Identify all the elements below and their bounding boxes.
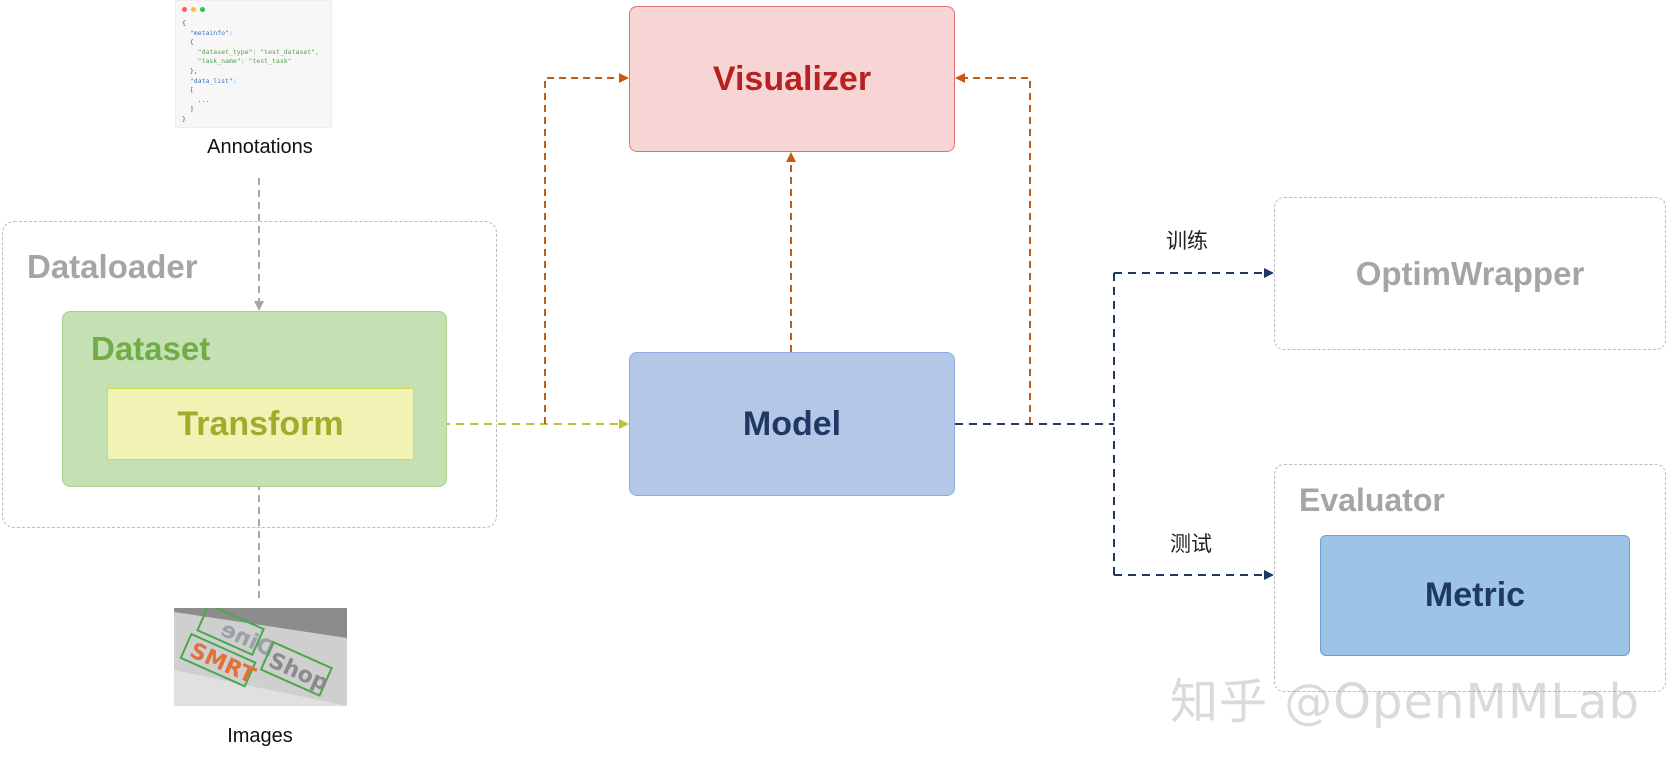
metric-label: Metric	[1424, 576, 1526, 614]
visualizer-box	[629, 6, 955, 152]
evaluator-title: Evaluator	[1299, 482, 1445, 518]
watermark: 知乎 @OpenMMLab	[1170, 674, 1640, 730]
visualizer-label: Visualizer	[712, 59, 872, 98]
transform-box	[107, 388, 414, 460]
arrow-data-to-visualizer	[544, 73, 629, 424]
sample-image-thumbnail: Dine SMRT Shop	[174, 608, 347, 706]
code-line: {	[182, 38, 194, 47]
dataloader-container	[2, 221, 497, 528]
dataset-title: Dataset	[91, 330, 211, 367]
arrow-output-to-visualizer	[955, 73, 1031, 424]
transform-label: Transform	[177, 404, 344, 443]
code-line: {	[182, 19, 186, 27]
annotations-json-preview: { "metainfo": { "dataset_type": "test_da…	[175, 0, 332, 128]
window-controls	[182, 6, 209, 16]
code-line: },	[182, 66, 198, 75]
images-label: Images	[227, 725, 293, 747]
model-box	[629, 352, 955, 496]
train-edge-label: 训练	[1166, 229, 1208, 253]
code-line: ]	[182, 105, 194, 114]
annotations-label: Annotations	[207, 136, 313, 158]
code-line: "metainfo":	[182, 28, 233, 37]
code-line: ...	[182, 95, 210, 104]
model-label: Model	[742, 404, 842, 443]
code-line: "data_list":	[182, 76, 237, 85]
test-edge-label: 测试	[1170, 532, 1212, 556]
code-line: [	[182, 86, 194, 95]
code-line: "task_name": "test_task"	[182, 57, 292, 66]
metric-box	[1320, 535, 1630, 656]
dataloader-title: Dataloader	[27, 248, 198, 285]
optimwrapper-label: OptimWrapper	[1355, 254, 1585, 292]
code-line: "dataset_type": "test_dataset",	[182, 47, 319, 56]
code-line: }	[182, 114, 186, 123]
